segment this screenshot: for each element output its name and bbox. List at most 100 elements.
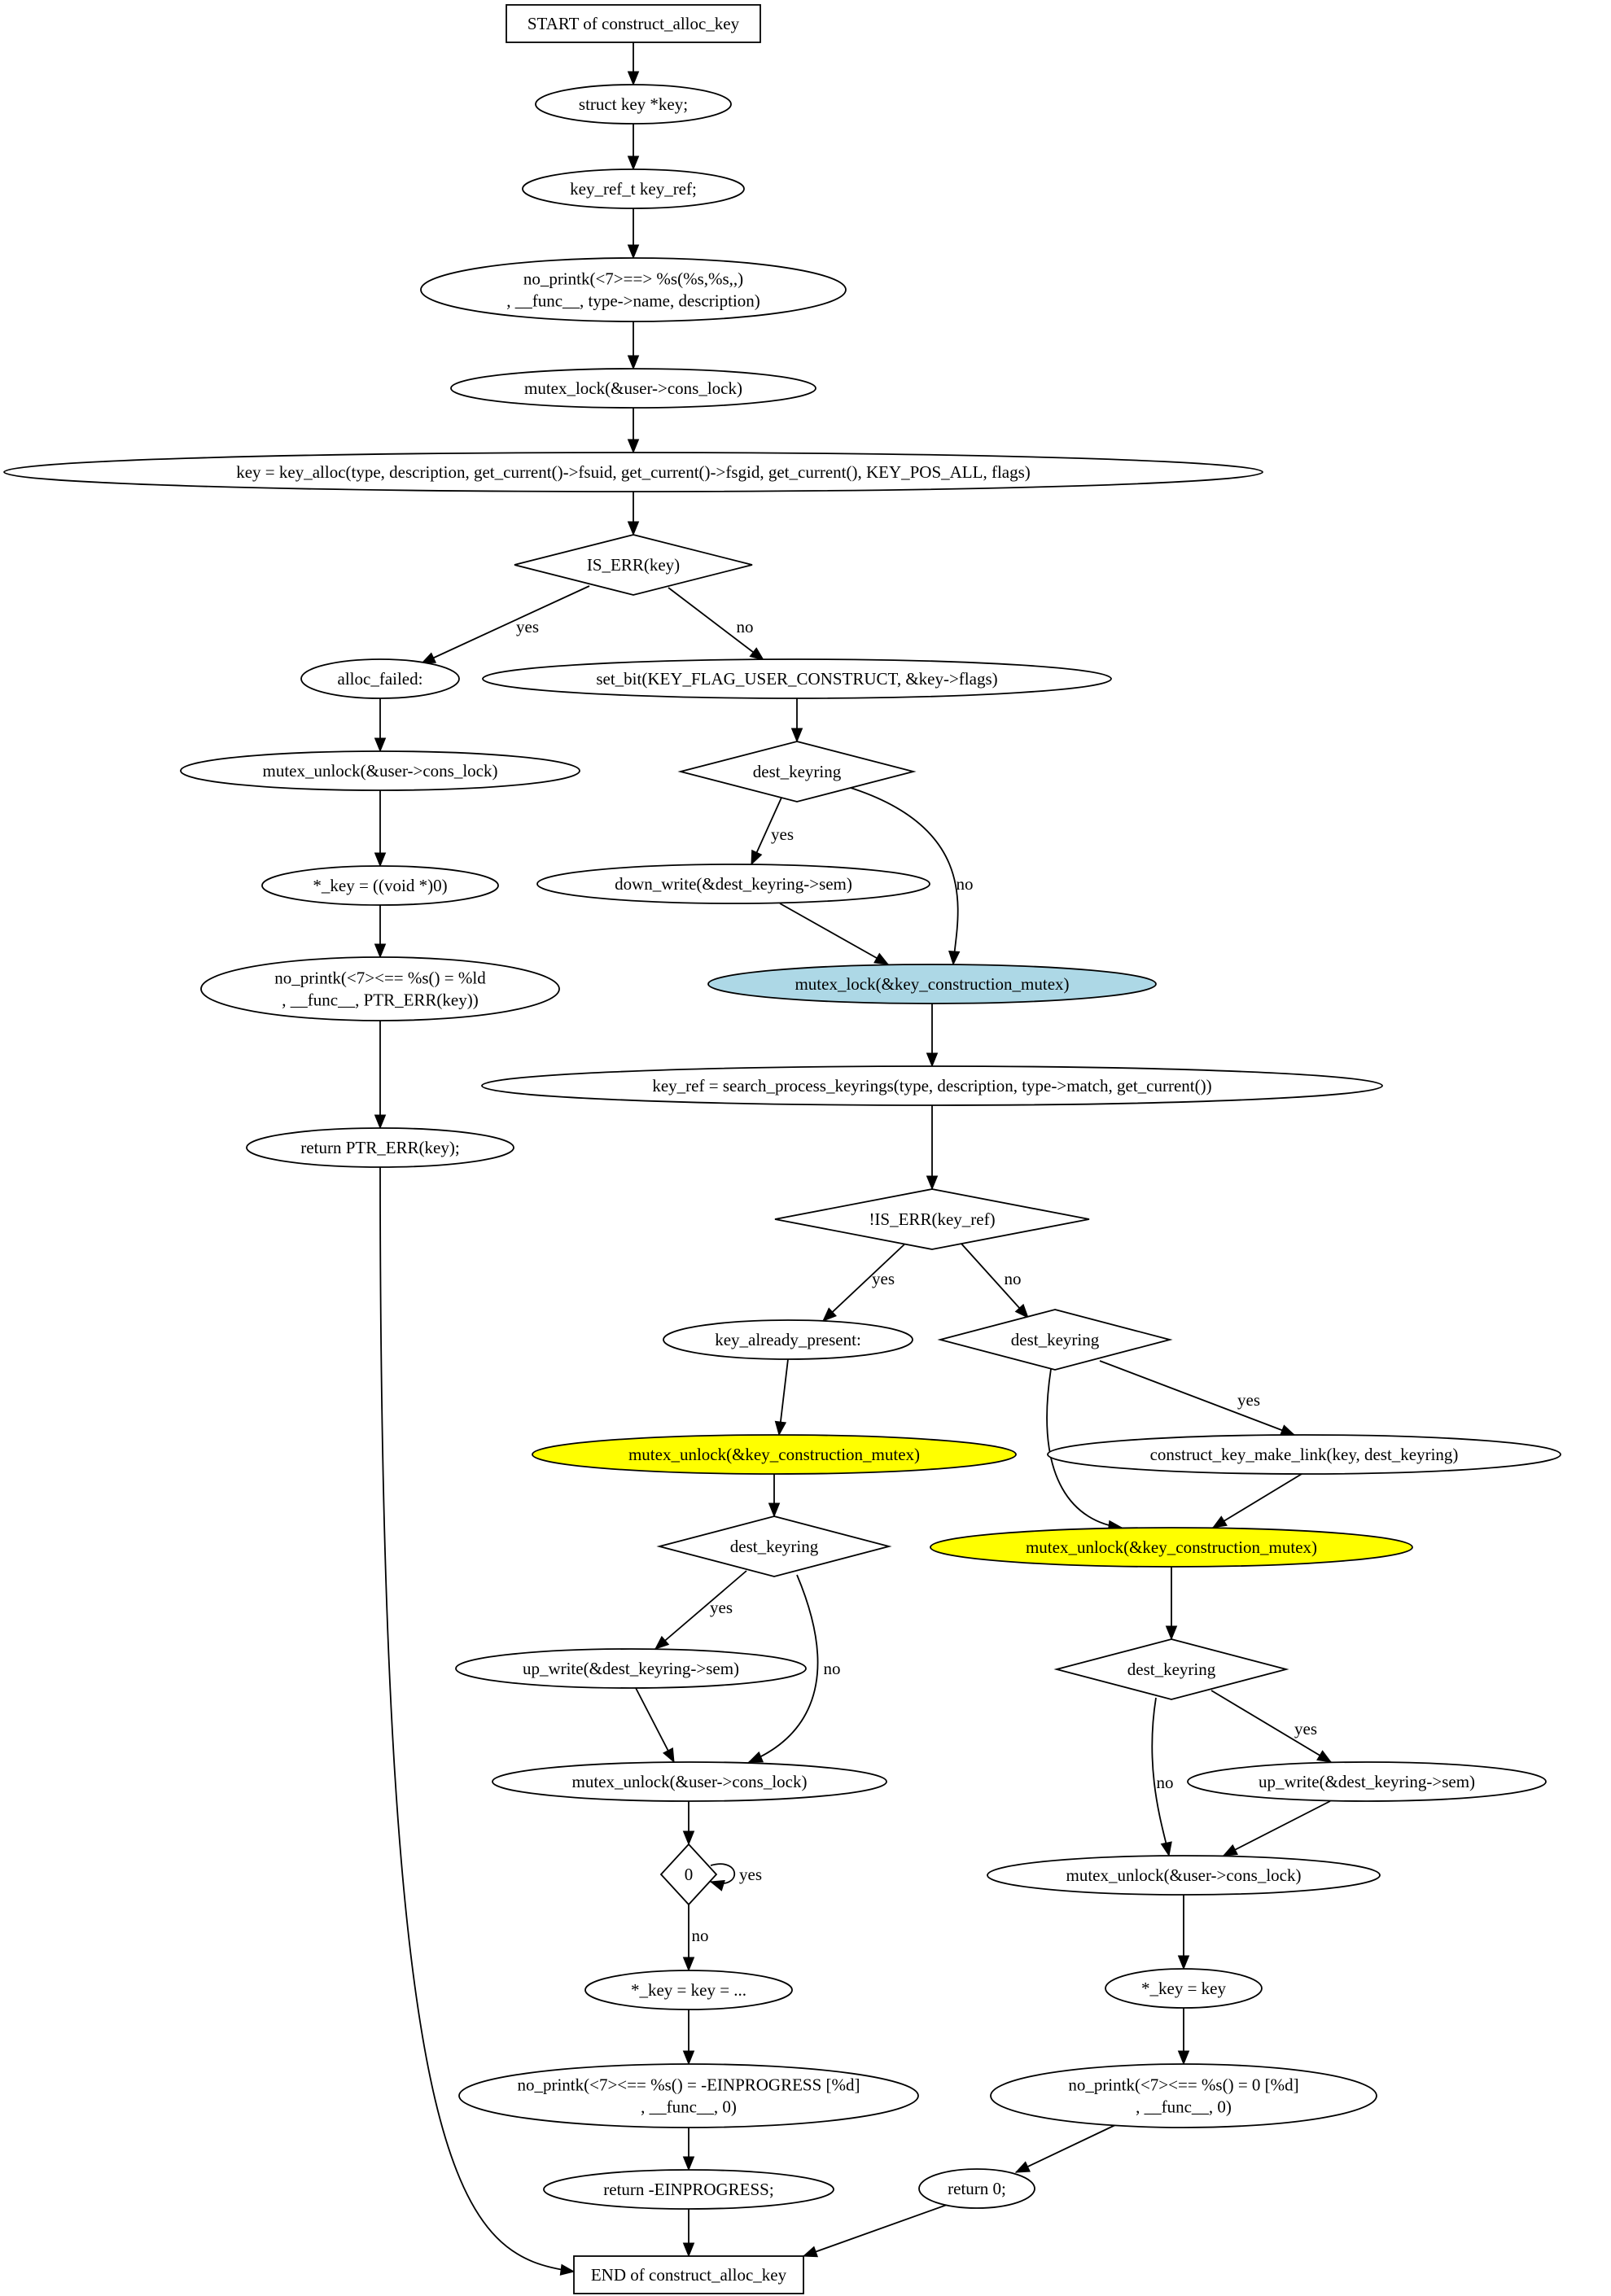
arrowhead <box>627 244 640 260</box>
node-text: no_printk(<7><== %s() = %ld <box>274 969 486 988</box>
arrowhead <box>790 728 803 743</box>
arrowhead <box>751 849 763 866</box>
node-unlock_construction_present: mutex_unlock(&key_construction_mutex) <box>532 1434 1017 1475</box>
arrowhead <box>1211 1515 1228 1528</box>
arrowhead <box>627 521 640 536</box>
edge-label-yes: yes <box>516 617 539 636</box>
edge-return_zero-to-end <box>802 2204 948 2258</box>
node-text: END of construct_alloc_key <box>591 2265 787 2285</box>
statement-ellipse <box>1047 1434 1561 1475</box>
edge-line <box>748 1574 819 1763</box>
statement-ellipse <box>420 257 847 322</box>
arrowhead <box>559 2263 576 2276</box>
edge-unlock_cons_new-to-key_assign_new <box>1177 1895 1190 1970</box>
edge-return_err-to-end <box>379 1166 576 2276</box>
arrowhead <box>682 2156 695 2171</box>
edge-key_assign_new-to-printk_ok <box>1177 2008 1190 2066</box>
edge-not_is_err_ref-to-dest_keyring_2: no <box>960 1242 1029 1319</box>
node-printk_fail: no_printk(<7><== %s() = %ld, __func__, P… <box>200 956 560 1021</box>
node-dest_keyring_3: dest_keyring <box>656 1515 892 1577</box>
node-text: return -EINPROGRESS; <box>603 2180 773 2199</box>
decision-diamond <box>774 1188 1090 1250</box>
node-down_write: down_write(&dest_keyring->sem) <box>536 864 930 904</box>
node-is_err_key: IS_ERR(key) <box>514 534 753 596</box>
edge-unlock_construction_new-to-dest_keyring_4 <box>1165 1567 1178 1641</box>
node-unlock_cons_new: mutex_unlock(&user->cons_lock) <box>987 1855 1381 1896</box>
arrowhead <box>749 647 765 661</box>
arrowhead <box>873 952 890 965</box>
node-key_assign_new: *_key = key <box>1105 1968 1263 2009</box>
edge-label-yes: yes <box>710 1598 733 1617</box>
statement-ellipse <box>200 956 560 1021</box>
arrowhead <box>926 1052 939 1068</box>
arrowhead <box>627 155 640 171</box>
statement-ellipse <box>1187 1761 1547 1802</box>
edge-printk_enter-to-lock_cons <box>627 321 640 370</box>
node-lock_cons: mutex_lock(&user->cons_lock) <box>450 368 816 409</box>
edge-not_is_err_ref-to-key_already_present: yes <box>822 1242 907 1322</box>
edge-label-no: no <box>1157 1773 1174 1792</box>
statement-ellipse <box>300 658 460 699</box>
edge-label-no: no <box>692 1926 709 1945</box>
node-text: *_key = key <box>1141 1979 1226 1998</box>
edge-search_keyrings-to-not_is_err_ref <box>926 1105 939 1191</box>
edge-line <box>1099 1360 1295 1436</box>
node-set_bit: set_bit(KEY_FLAG_USER_CONSTRUCT, &key->f… <box>482 658 1112 699</box>
arrowhead <box>948 951 961 966</box>
edge-line <box>847 786 959 965</box>
edge-dest_keyring_1-to-down_write: yes <box>751 797 794 866</box>
statement-ellipse <box>261 865 499 906</box>
edge-line <box>1212 1473 1302 1528</box>
statement-ellipse <box>532 1434 1017 1475</box>
arrowhead <box>654 1635 670 1650</box>
edge-unlock_construction_present-to-dest_keyring_3 <box>768 1474 781 1518</box>
node-lock_construction: mutex_lock(&key_construction_mutex) <box>707 964 1157 1004</box>
edge-line <box>654 1570 747 1650</box>
node-text: key_already_present: <box>715 1330 861 1349</box>
arrowhead <box>374 852 387 868</box>
arrowhead <box>1160 1841 1172 1857</box>
edge-printk_fail-to-return_err <box>374 1021 387 1130</box>
node-text: mutex_lock(&user->cons_lock) <box>524 378 742 398</box>
statement-ellipse <box>536 864 930 904</box>
edges-layer: yesnoyesnoyesnoyesnoyesnoyesnoyesno <box>374 42 1333 2276</box>
node-make_link: construct_key_make_link(key, dest_keyrin… <box>1047 1434 1561 1475</box>
edge-is_err_key-to-set_bit: no <box>668 587 765 661</box>
statement-ellipse <box>3 452 1263 492</box>
node-up_write_present: up_write(&dest_keyring->sem) <box>455 1648 807 1689</box>
edge-dest_keyring_4-to-unlock_cons_new: no <box>1151 1697 1174 1857</box>
node-unlock_construction_new: mutex_unlock(&key_construction_mutex) <box>930 1527 1413 1568</box>
statement-ellipse <box>990 2063 1377 2128</box>
node-text: no_printk(<7><== %s() = 0 [%d] <box>1068 2075 1298 2095</box>
node-start: START of construct_alloc_key <box>506 4 761 43</box>
node-text: dest_keyring <box>1011 1330 1100 1349</box>
node-text: set_bit(KEY_FLAG_USER_CONSTRUCT, &key->f… <box>596 669 997 689</box>
edge-label-no: no <box>1005 1269 1022 1288</box>
node-printk_ok: no_printk(<7><== %s() = 0 [%d], __func__… <box>990 2063 1377 2128</box>
arrowhead <box>1222 1844 1238 1856</box>
edge-printk_einprogress-to-return_einprogress <box>682 2128 695 2171</box>
arrowhead <box>1316 1750 1333 1763</box>
arrowhead <box>627 71 640 86</box>
statement-ellipse <box>522 168 745 209</box>
edge-line <box>635 1687 675 1763</box>
edge-key_assign_present-to-printk_einprogress <box>682 2010 695 2066</box>
edge-make_link-to-unlock_construction_new <box>1211 1473 1302 1528</box>
edge-label-yes: yes <box>872 1269 895 1288</box>
edge-decl_key_ref-to-printk_enter <box>627 208 640 260</box>
arrowhead <box>682 1830 695 1846</box>
decision-diamond <box>659 1843 718 1906</box>
edge-start-to-decl_key <box>627 42 640 86</box>
node-text: mutex_lock(&key_construction_mutex) <box>795 974 1069 994</box>
node-printk_einprogress: no_printk(<7><== %s() = -EINPROGRESS [%d… <box>458 2063 919 2128</box>
statement-ellipse <box>1105 1968 1263 2009</box>
edge-up_write_present-to-unlock_cons_present <box>635 1687 675 1764</box>
arrowhead <box>663 1747 675 1764</box>
terminal-box <box>573 2255 804 2294</box>
edge-label-yes: yes <box>739 1865 762 1884</box>
decision-diamond <box>1053 1638 1289 1700</box>
node-text: mutex_unlock(&key_construction_mutex) <box>1026 1537 1317 1557</box>
edge-zero_loop-to-zero_loop: yes <box>709 1863 762 1891</box>
